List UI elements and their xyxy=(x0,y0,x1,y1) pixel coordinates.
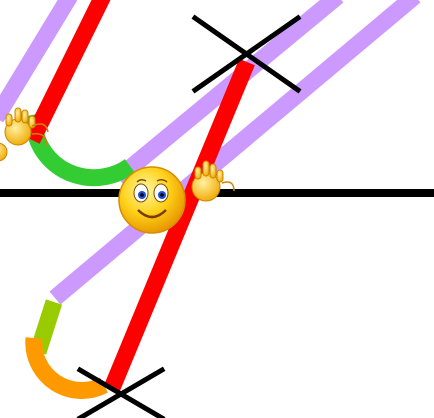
waving-smiley-icon[interactable] xyxy=(119,167,185,233)
waving-hand-icon xyxy=(0,143,7,161)
red-track-upper xyxy=(32,0,103,140)
